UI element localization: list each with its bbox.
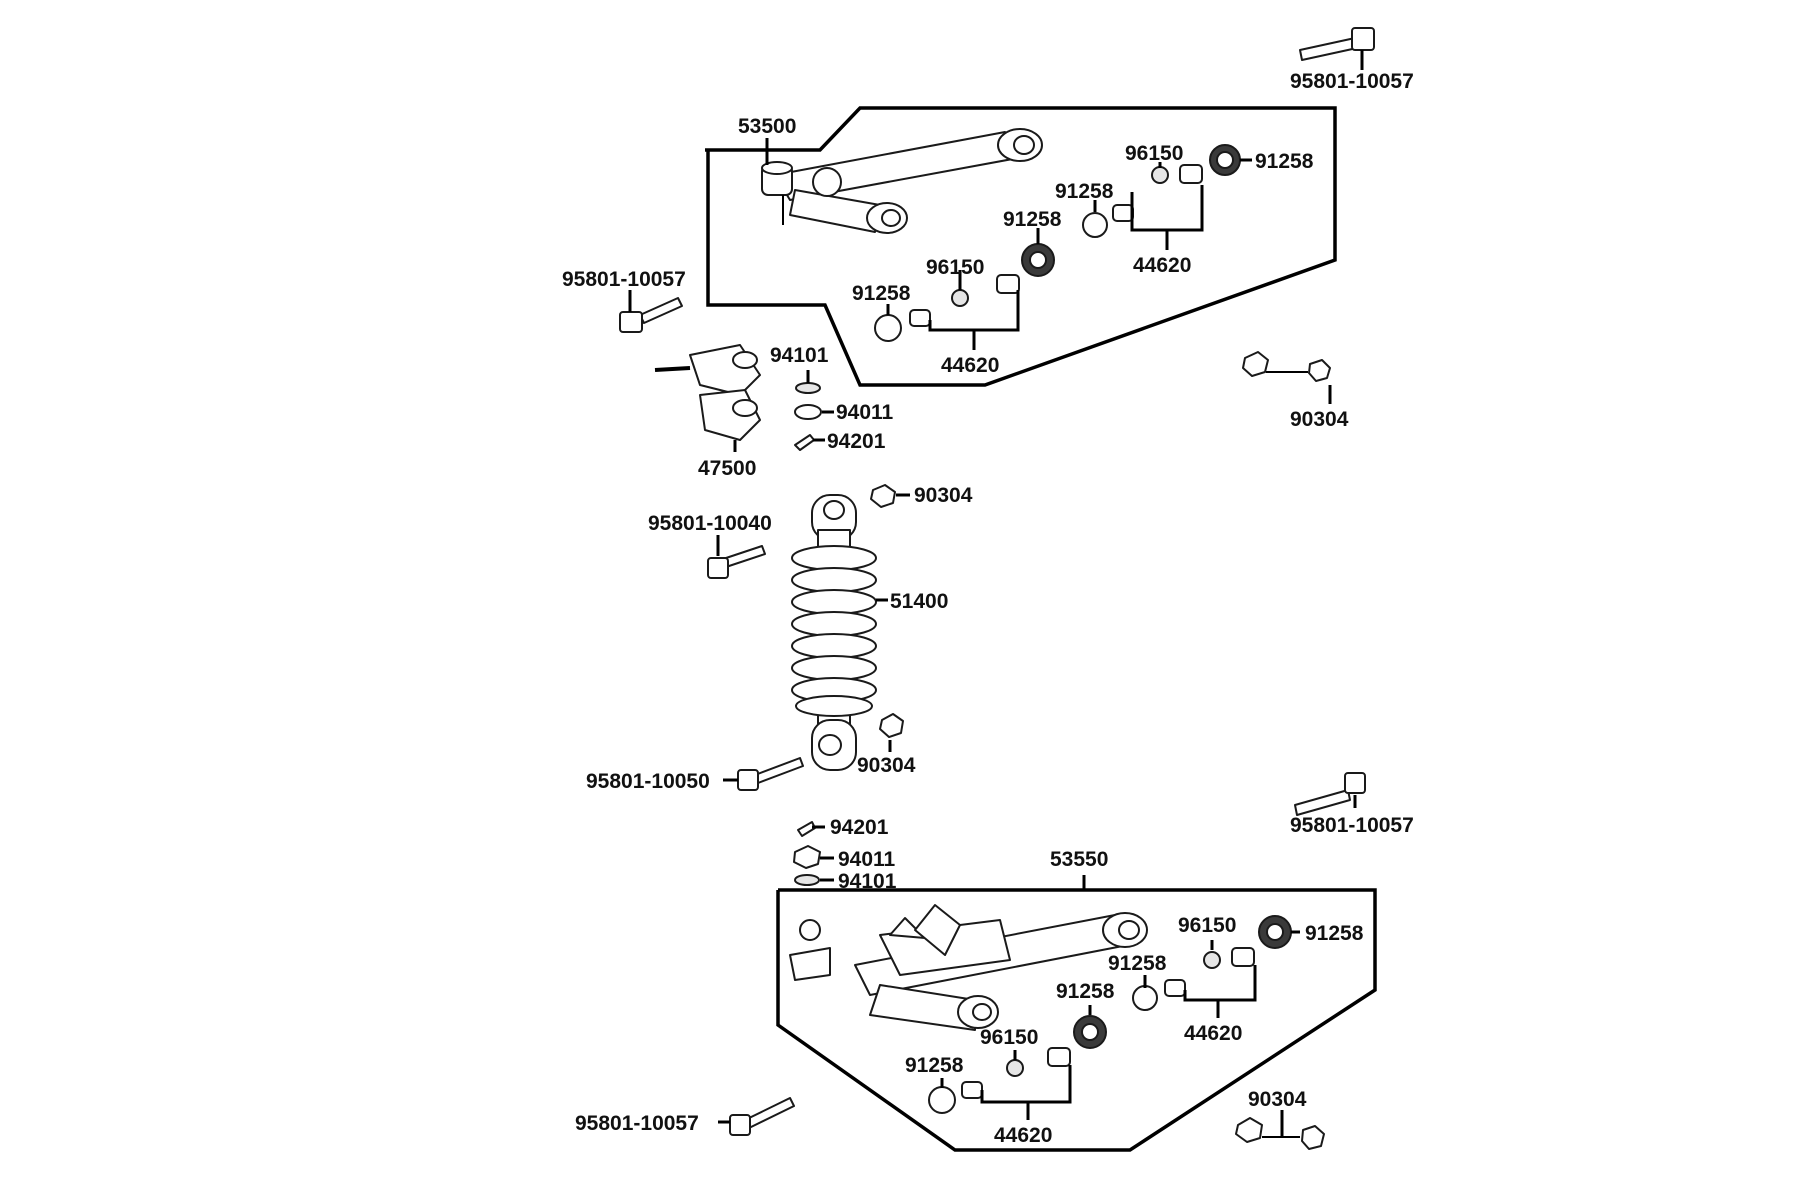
- label-lower-cap-right: 91258: [1305, 922, 1364, 945]
- label-pin-lower: 94201: [830, 816, 889, 839]
- label-nut-lower-right: 90304: [1248, 1088, 1307, 1111]
- label-nut-shock-top: 90304: [914, 484, 973, 507]
- bolt-top-right-icon: [1299, 27, 1375, 61]
- label-nut-knuckle: 94011: [836, 401, 894, 424]
- label-lower-arm: 53550: [1050, 848, 1108, 871]
- nut-pair-upper-right-icon: [1242, 351, 1331, 382]
- label-lower-collar-left: 44620: [994, 1124, 1052, 1147]
- label-upper-collar-left: 44620: [941, 354, 999, 377]
- upper-arm-group-outline: [705, 106, 1337, 387]
- label-upper-washer-mid: 91258: [1055, 180, 1114, 203]
- upper-arm-hardware: [874, 144, 1241, 342]
- shock-hardware: [707, 484, 904, 791]
- label-nut-lower: 94011: [838, 848, 896, 871]
- label-upper-bearing-right: 96150: [1125, 142, 1183, 165]
- label-nut-shock-bottom: 90304: [857, 754, 916, 777]
- label-bolt-shock-top: 95801-10040: [648, 512, 772, 535]
- leader-lines: [628, 50, 1364, 1137]
- label-lower-bearing-left: 96150: [980, 1026, 1038, 1049]
- lower-arm-group-outline: [776, 888, 1377, 1152]
- upper-a-arm-part: [761, 128, 1043, 234]
- label-upper-washer-left: 91258: [852, 282, 911, 305]
- label-lower-washer-mid: 91258: [1108, 952, 1167, 975]
- label-nut-right-upper: 90304: [1290, 408, 1349, 431]
- part-number-labels: 95801-10057 53500 91258 96150 91258 9125…: [562, 70, 1414, 1147]
- label-bolt-upper-left: 95801-10057: [562, 268, 686, 291]
- label-bolt-lower-left: 95801-10057: [575, 1112, 699, 1135]
- label-washer-lower: 94101: [838, 870, 897, 893]
- label-upper-cap-right: 91258: [1255, 150, 1314, 173]
- label-bolt-shock-bottom: 95801-10050: [586, 770, 710, 793]
- label-lower-seal-mid: 91258: [1056, 980, 1115, 1003]
- label-lower-collar-right: 44620: [1184, 1022, 1242, 1045]
- lower-a-arm-part: [789, 904, 1148, 1031]
- shock-absorber-part: [791, 494, 877, 771]
- label-pin-knuckle: 94201: [827, 430, 886, 453]
- label-lower-washer-left: 91258: [905, 1054, 964, 1077]
- label-washer-knuckle: 94101: [770, 344, 829, 367]
- knuckle-hardware: [794, 382, 822, 451]
- label-upper-bearing-left: 96150: [926, 256, 984, 279]
- label-knuckle: 47500: [698, 457, 756, 480]
- label-bolt-lower-right: 95801-10057: [1290, 814, 1414, 837]
- knuckle-part: [654, 344, 761, 441]
- lower-ball-joint-hardware: [793, 821, 821, 886]
- bolt-lower-left-icon: [729, 1097, 795, 1136]
- label-lower-bearing-right: 96150: [1178, 914, 1236, 937]
- label-upper-collar-right: 44620: [1133, 254, 1191, 277]
- label-bolt-top-right: 95801-10057: [1290, 70, 1414, 93]
- label-shock: 51400: [890, 590, 948, 613]
- label-upper-seal-mid: 91258: [1003, 208, 1062, 231]
- nut-pair-lower-right-icon: [1235, 1117, 1325, 1150]
- bolt-lower-right-icon: [1294, 772, 1366, 816]
- label-upper-arm: 53500: [738, 115, 796, 138]
